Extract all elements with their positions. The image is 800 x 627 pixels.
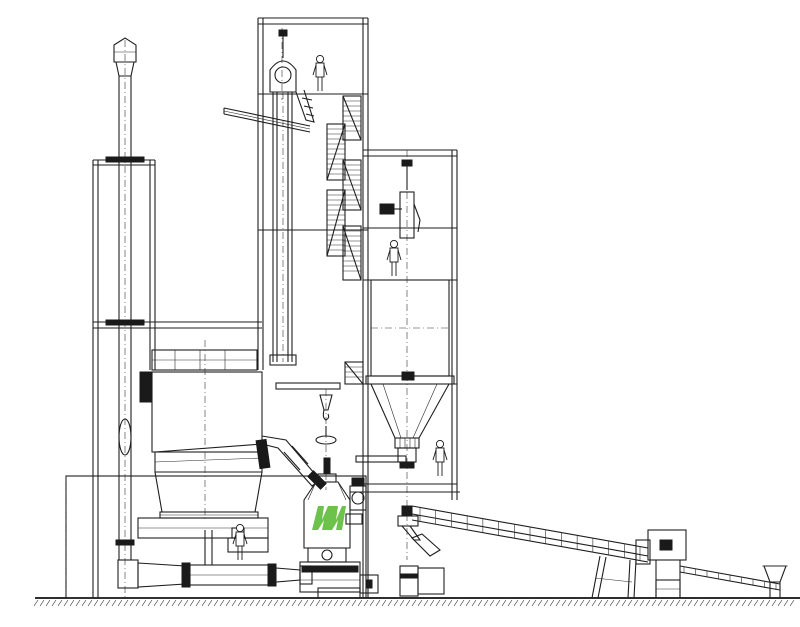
ground-line [33, 597, 800, 607]
mill-logo-icon [312, 506, 346, 530]
worker-figure-icon [312, 54, 328, 91]
worker-figure-icon [232, 523, 248, 560]
stair-flights [326, 95, 364, 385]
main-building-frame [65, 40, 367, 600]
stair-flight [342, 159, 362, 211]
stair-flight [326, 189, 346, 257]
belt-conveyor [411, 505, 651, 599]
stair-flight [326, 123, 346, 181]
lower-conveyor [647, 529, 781, 599]
feed-hopper [762, 565, 788, 598]
main-fan-duct [117, 527, 313, 589]
silo-tower [350, 149, 460, 598]
bag-filter-house [137, 340, 269, 539]
mill-outlet-duct [255, 435, 327, 490]
worker-figure-icon [232, 54, 448, 560]
elevator-tower [223, 17, 369, 370]
exhaust-stack [105, 37, 145, 560]
stair-flight [342, 225, 362, 281]
stair-flight [342, 95, 362, 141]
stair-flight [344, 361, 364, 385]
worker-figure-icon [432, 439, 448, 476]
vertical-roller-mill [299, 457, 379, 599]
feed-chute [397, 505, 445, 597]
worker-figure-icon [386, 239, 402, 276]
